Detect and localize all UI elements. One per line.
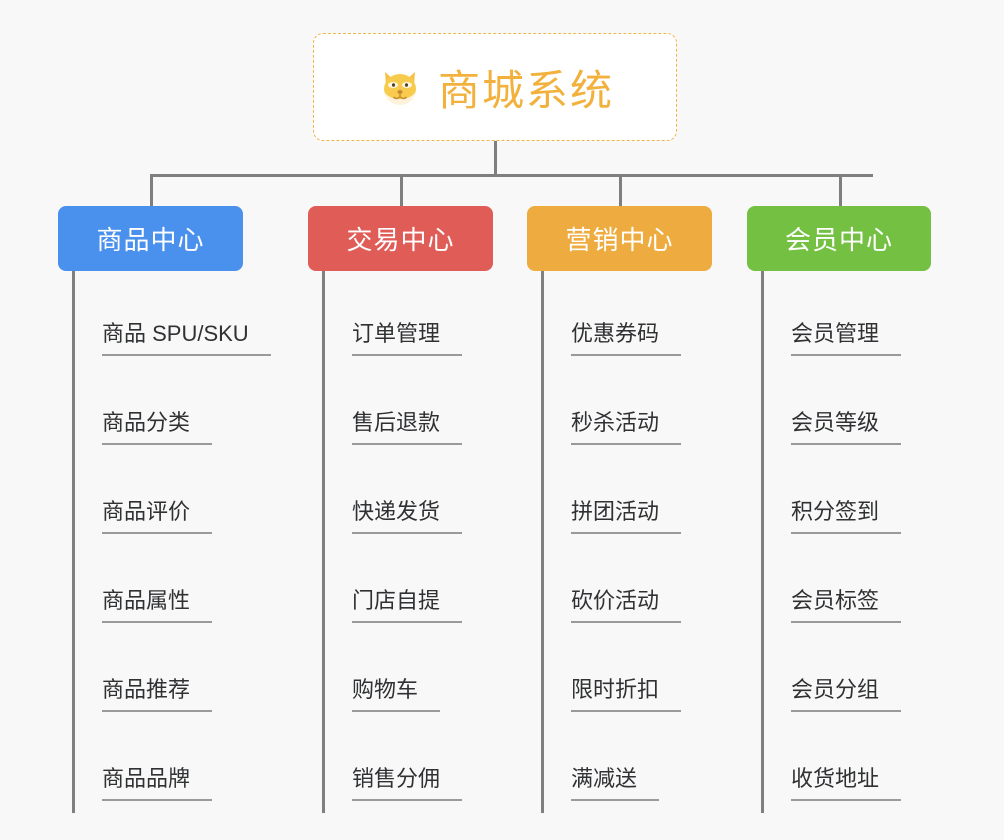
list-item-label: 商品属性 [102,588,213,623]
branch-spine-0 [72,271,75,813]
list-item-label: 收货地址 [791,766,902,801]
branch-header-label: 会员中心 [784,225,893,255]
branch-spine-3 [761,271,764,813]
branch-spine-1 [322,271,325,813]
list-item-label: 优惠券码 [571,321,682,356]
root-node[interactable]: 商城系统 [313,33,677,141]
shiba-dog-face-icon [376,63,424,111]
branch-header-2[interactable]: 营销中心 [527,206,712,271]
list-item-label: 会员等级 [791,410,902,445]
list-item-label: 商品推荐 [102,677,213,712]
branch-header-label: 营销中心 [565,225,674,255]
root-title: 商城系统 [437,66,614,114]
list-item[interactable]: 优惠券码 [541,271,682,360]
list-item-label: 拼团活动 [571,499,682,534]
list-item-label: 会员管理 [791,321,902,356]
list-item-label: 满减送 [571,766,660,801]
branch-header-label: 商品中心 [96,225,205,255]
list-item[interactable]: 商品推荐 [72,627,271,716]
branch-spine-2 [541,271,544,813]
list-item[interactable]: 销售分佣 [322,716,463,805]
branch-header-label: 交易中心 [346,225,455,255]
branch-header-3[interactable]: 会员中心 [747,206,931,271]
list-item[interactable]: 商品品牌 [72,716,271,805]
list-item[interactable]: 收货地址 [761,716,902,805]
connector-drop-1 [400,174,403,206]
list-item[interactable]: 拼团活动 [541,449,682,538]
list-item[interactable]: 秒杀活动 [541,360,682,449]
list-item-label: 商品评价 [102,499,213,534]
branch-item-list-1: 订单管理 售后退款 快递发货 门店自提 购物车 销售分佣 [322,271,463,805]
list-item[interactable]: 商品属性 [72,538,271,627]
list-item-label: 会员分组 [791,677,902,712]
list-item-label: 售后退款 [352,410,463,445]
list-item-label: 会员标签 [791,588,902,623]
connector-drop-3 [839,174,842,206]
connector-bus [150,174,873,177]
list-item-label: 快递发货 [352,499,463,534]
list-item-label: 销售分佣 [352,766,463,801]
list-item[interactable]: 商品评价 [72,449,271,538]
list-item[interactable]: 售后退款 [322,360,463,449]
connector-stem [494,141,497,176]
list-item-label: 商品 SPU/SKU [102,321,271,356]
branch-item-list-2: 优惠券码 秒杀活动 拼团活动 砍价活动 限时折扣 满减送 [541,271,682,805]
list-item[interactable]: 会员管理 [761,271,902,360]
list-item-label: 砍价活动 [571,588,682,623]
list-item[interactable]: 满减送 [541,716,681,805]
branch-item-list-3: 会员管理 会员等级 积分签到 会员标签 会员分组 收货地址 [761,271,902,805]
list-item[interactable]: 快递发货 [322,449,463,538]
list-item[interactable]: 门店自提 [322,538,463,627]
list-item[interactable]: 商品分类 [72,360,271,449]
list-item-label: 订单管理 [352,321,463,356]
list-item[interactable]: 砍价活动 [541,538,682,627]
connector-drop-2 [619,174,622,206]
list-item-label: 门店自提 [352,588,463,623]
list-item[interactable]: 会员分组 [761,627,902,716]
list-item[interactable]: 商品 SPU/SKU [72,271,271,360]
list-item-label: 秒杀活动 [571,410,682,445]
branch-item-list-0: 商品 SPU/SKU 商品分类 商品评价 商品属性 商品推荐 商品品牌 [72,271,271,805]
list-item-label: 积分签到 [791,499,902,534]
list-item[interactable]: 会员标签 [761,538,902,627]
list-item[interactable]: 限时折扣 [541,627,682,716]
connector-drop-0 [150,174,153,206]
list-item[interactable]: 订单管理 [322,271,463,360]
list-item[interactable]: 购物车 [322,627,462,716]
list-item-label: 限时折扣 [571,677,682,712]
branch-header-0[interactable]: 商品中心 [58,206,243,271]
list-item-label: 商品品牌 [102,766,213,801]
list-item-label: 购物车 [352,677,441,712]
list-item[interactable]: 会员等级 [761,360,902,449]
branch-header-1[interactable]: 交易中心 [308,206,493,271]
list-item-label: 商品分类 [102,410,213,445]
list-item[interactable]: 积分签到 [761,449,902,538]
